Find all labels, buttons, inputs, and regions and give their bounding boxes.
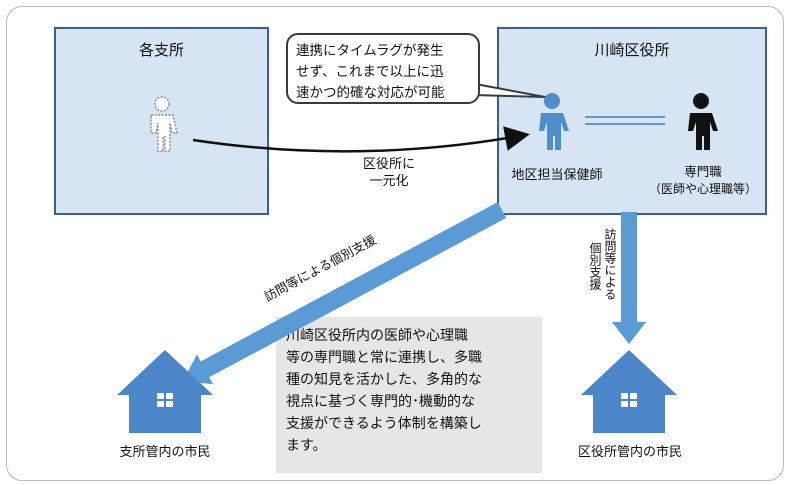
public-health-nurse-label: 地区担当保健師 [511,168,603,183]
ward-citizens-label: 区役所管内の市民 [577,445,682,460]
vertical-arrow [612,212,646,344]
centralize-label: 区役所に 一元化 [344,156,434,190]
vertical-arrow-label-col2: 個別支援 [588,242,602,290]
specialist-label: 専門職 （医師や心理職等） [628,161,778,197]
person-blue-icon [539,93,569,150]
bubble-line: 速かつ的確な対応が可能 [296,85,445,101]
speech-bubble: 連携にタイムラグが発生 せず、これまで以上に迅 速かつ的確な対応が可能 [286,33,480,104]
curved-arrow-icon [192,126,530,153]
ward-office-title: 川崎区役所 [594,41,670,59]
person-outline-icon [150,96,178,152]
bubble-line: 連携にタイムラグが発生 [296,43,444,59]
house-icon [581,350,677,433]
branch-office-title: 各支所 [138,41,184,59]
centralize-label-line2: 一元化 [369,174,409,189]
ward-office-box: 川崎区役所 [497,27,767,215]
vertical-arrow-label-col1: 訪問等による [603,228,617,300]
diagonal-arrow [182,202,507,385]
description-line: 等の専門職と常に連携し、多職 [286,350,482,366]
centralize-label-line1: 区役所に [362,157,415,172]
specialist-label-line2: （医師や心理職等） [648,182,757,196]
bubble-tail [469,82,546,98]
bubble-line: せず、これまで以上に迅 [296,64,444,80]
description-line: 川崎区役所内の医師や心理職 [286,328,468,344]
double-line-icon [585,116,665,125]
person-black-icon [688,93,718,150]
description-line: ます。 [286,438,327,454]
description-line: 支援ができるよう体制を構築し [286,416,482,432]
description-box: 川崎区役所内の医師や心理職 等の専門職と常に連携し、多職 種の知見を活かした、多… [276,317,542,473]
specialist-label-line1: 専門職 [684,164,722,179]
house-icon [117,350,213,433]
description-line: 視点に基づく専門的･機動的な [286,394,475,410]
branch-citizens-label: 支所管内の市民 [119,445,211,460]
description-line: 種の知見を活かした、多角的な [286,372,482,388]
